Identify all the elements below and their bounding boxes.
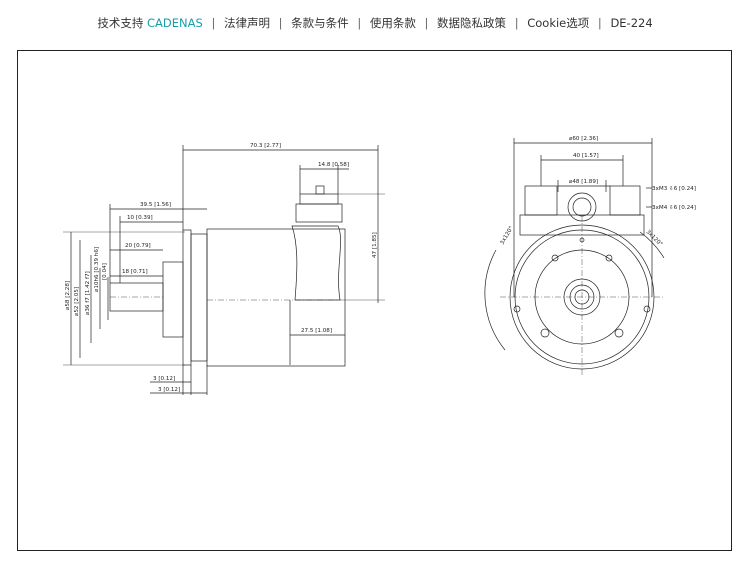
dim-thread-m4: 3xM4 ⇩6 [0.24]: [652, 205, 696, 211]
front-connector-right: [609, 185, 641, 216]
front-connector-bar: [519, 214, 645, 236]
dim-flange-b: 3 [0.12]: [158, 387, 180, 393]
terms-of-use-link[interactable]: 使用条款: [369, 16, 416, 30]
drawing-frame: [17, 50, 732, 551]
separator: |: [278, 16, 283, 30]
footer-links: 技术支持 CADENAS | 法律声明 | 条款与条件 | 使用条款 | 数据隐…: [0, 15, 750, 31]
connector-housing: [291, 225, 341, 301]
dim-connector-width: 14.8 [0.58]: [318, 162, 349, 168]
separator: |: [424, 16, 429, 30]
cookie-link[interactable]: Cookie选项: [527, 16, 590, 30]
separator: |: [357, 16, 362, 30]
support-text: 技术支持: [97, 16, 144, 30]
dim-shaft-b: 10 [0.39]: [127, 215, 153, 221]
top-nav-bar: 技术支持 CADENAS | 法律声明 | 条款与条件 | 使用条款 | 数据隐…: [0, 0, 750, 44]
dim-dia-36: ⌀36 f7 [1.42 f7]: [85, 271, 91, 315]
connector-top: [299, 193, 339, 205]
dim-shaft-d: 18 [0.71]: [122, 269, 148, 275]
front-connector-left: [524, 185, 558, 216]
privacy-link[interactable]: 数据隐私政策: [437, 16, 507, 30]
dim-body-length: 27.5 [1.08]: [301, 328, 332, 334]
dim-dia-52: ⌀52 [2.05]: [74, 287, 80, 316]
separator: |: [514, 16, 519, 30]
dim-front-60: ⌀60 [2.36]: [569, 136, 598, 142]
cadenas-link[interactable]: CADENAS: [146, 16, 203, 30]
flange: [182, 229, 192, 366]
encoder-body: [206, 228, 346, 367]
dim-angle-a: 3x120°: [500, 225, 515, 246]
flange-ring: [190, 233, 208, 362]
dim-dia-1: [0.04]: [102, 263, 108, 280]
dim-thread-m3: 3xM3 ⇩6 [0.24]: [652, 186, 696, 192]
dim-front-48: ⌀48 [1.89]: [569, 179, 598, 185]
separator: |: [211, 16, 216, 30]
connector-nut: [295, 203, 343, 223]
dim-dia-58: ⌀58 [2.28]: [65, 281, 71, 310]
model-label: DE-224: [610, 16, 653, 30]
dim-height: 47 [1.85]: [372, 232, 378, 258]
dim-flange-a: 3 [0.12]: [153, 376, 175, 382]
legal-link[interactable]: 法律声明: [223, 16, 270, 30]
dim-front-40: 40 [1.57]: [573, 153, 599, 159]
dim-dia-10: ⌀10h6 [0.39 h6]: [94, 247, 100, 292]
dim-shaft-a: 39.5 [1.56]: [140, 202, 171, 208]
separator: |: [597, 16, 602, 30]
dim-shaft-c: 20 [0.79]: [125, 243, 151, 249]
hub: [162, 261, 184, 338]
dim-angle-b: 3x120°: [645, 229, 664, 248]
terms-link[interactable]: 条款与条件: [291, 16, 349, 30]
front-connector-center: [567, 192, 597, 222]
dim-overall-length: 70.3 [2.77]: [250, 143, 281, 149]
